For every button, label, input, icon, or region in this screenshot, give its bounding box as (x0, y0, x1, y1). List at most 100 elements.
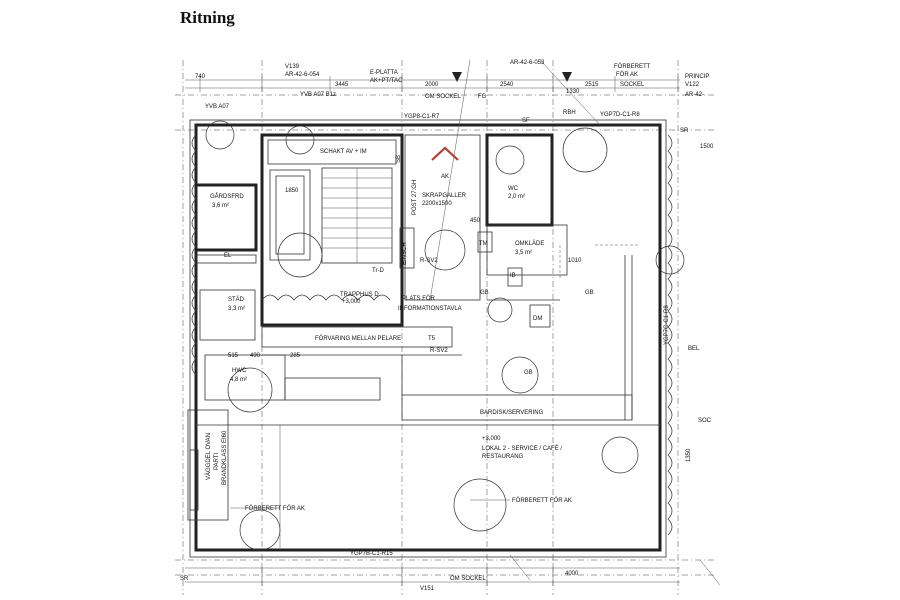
dim-1500: 1500 (700, 144, 714, 150)
label-gb-2: GB (585, 290, 594, 296)
dim-1350: 1350 (686, 448, 692, 462)
label-om-sockel-bottom: OM SOCKEL (450, 576, 486, 582)
label-trapphus-level: +3,000 (342, 299, 361, 305)
label-om-sockel-top: OM SOCKEL (425, 94, 461, 100)
label-bel: BEL (688, 346, 700, 352)
label-eplatta: E-PLATTA (370, 70, 398, 76)
label-ygp-top: YGP7D-C1-R8 (600, 112, 640, 118)
label-dm: DM (533, 316, 542, 322)
dimension-labels: 740 3445 2000 2540 2515 1330 1850 1500 1… (195, 74, 714, 577)
label-einsch: EINSCH (402, 242, 408, 265)
trees (205, 120, 685, 551)
label-hwc-area: 4,8 m² (230, 377, 247, 383)
left-rooms (187, 183, 286, 521)
label-yvb2: YVB A07 (205, 104, 230, 110)
dim-1330: 1330 (566, 89, 580, 95)
label-ib: IB (510, 273, 516, 279)
label-forvaring: FÖRVARING MELLAN PELARE (315, 335, 401, 342)
label-gb-1: GB (480, 290, 489, 296)
label-brandklass: BRANDKLASS EI60 (222, 430, 228, 485)
label-omklade: OMKLÄDE (515, 240, 544, 247)
label-trd: Tr-D (372, 268, 384, 274)
label-omklade-area: 3,5 m² (515, 250, 532, 256)
label-soc: SOC (698, 418, 712, 424)
label-rbh: RBH (563, 110, 576, 116)
storage-and-bar (261, 255, 633, 421)
label-sf: SF (522, 118, 530, 124)
label-ar-ref1: AR-42-6-054 (285, 72, 320, 78)
label-forberett-bottom: FÖRBERETT FÖR AK (512, 497, 572, 504)
label-skrapgaller: SKRAPGALLER (422, 193, 467, 199)
label-yvb1: YVB A07 B1z (300, 92, 336, 98)
dim-2540: 2540 (500, 82, 514, 88)
label-v151: V151 (420, 586, 435, 592)
label-sockel: SOCKEL (620, 82, 645, 88)
label-rsv2b: R-SV2 (430, 348, 448, 354)
label-skrapgaller-dim: 2200x1500 (422, 201, 452, 207)
page-title: Ritning (180, 8, 235, 27)
dim-450: 450 (470, 218, 481, 224)
label-trapphus: TRAPPHUS D (340, 292, 379, 298)
label-eplatta2: AK+PT/TAC (370, 78, 403, 84)
dim-740: 740 (195, 74, 206, 80)
label-lokal-line2: RESTAURANG (482, 454, 524, 460)
label-t5: T5 (428, 336, 436, 342)
label-ygp-left: YGP7B-C1-R15 (350, 551, 393, 557)
shrub-border (191, 134, 673, 536)
label-lokal-line1: LOKAL 2 - SERVICE / CAFÉ / (482, 445, 562, 452)
label-post: POST 27:GH (412, 180, 418, 215)
label-v122: V122 (685, 82, 700, 88)
label-sr-bottom: SR (180, 576, 189, 582)
dim-3445: 3445 (335, 82, 349, 88)
label-parti: PARTI (214, 453, 220, 470)
label-forberett-top: FÖRBERETT (614, 63, 651, 70)
label-ar-ref2: AR-42-6-053 (510, 60, 545, 66)
label-v139: V139 (285, 64, 300, 70)
label-fg: FG (478, 94, 487, 100)
label-plats: PLATS FÖR (402, 295, 436, 302)
label-schakt: SCHAKT AV + IM (320, 149, 367, 155)
label-lokal-level: +3,000 (482, 436, 501, 442)
label-sr-top: SR (680, 128, 689, 134)
label-sb: SB (396, 155, 402, 163)
entrance-area (399, 72, 572, 301)
label-bardisk: BARDISK/SERVERING (480, 410, 544, 416)
label-rsv2: R-SV2 (420, 258, 438, 264)
dim-2515: 2515 (585, 82, 599, 88)
dim-1010: 1010 (568, 258, 582, 264)
leader-lines (230, 59, 721, 586)
label-forberett-top2: FÖR AK (616, 71, 638, 78)
dimension-chains (185, 76, 680, 586)
dim-490: 490 (250, 353, 261, 359)
label-vaggdel: VÄGGDEL OVAN (205, 433, 212, 480)
label-gardsfrd-area: 3,6 m² (212, 203, 229, 209)
dim-285: 285 (290, 353, 301, 359)
label-stad-area: 3,3 m² (228, 306, 245, 312)
label-wc: WC (508, 186, 519, 192)
label-stad: STÄD (228, 296, 245, 303)
label-ygp-top2: YGP8-C1-R7 (404, 114, 440, 120)
label-ak: AK (441, 174, 449, 180)
label-ar-ref3: AR-42- (685, 92, 704, 98)
dim-1850: 1850 (285, 188, 299, 194)
stair-core (260, 133, 404, 327)
label-forberett-left: FÖRBERETT FÖR AK (245, 505, 305, 512)
grid-lines (175, 60, 715, 595)
label-wc-area: 2,0 m² (508, 194, 525, 200)
service-rooms (477, 133, 568, 328)
label-hwc: HWC (232, 368, 247, 374)
labels: SCHAKT AV + IM GÅRDSFRD 3,6 m² SKRAPGALL… (180, 60, 712, 592)
dim-4000: 4000 (565, 571, 579, 577)
label-gardsfrd: GÅRDSFRD (210, 193, 244, 200)
label-tm: TM (479, 241, 488, 247)
label-ygp-right: YGP7C-C1-R8 (664, 305, 670, 345)
main-room (196, 354, 660, 548)
outer-walls (189, 119, 667, 558)
label-informationstavla: INFORMATIONSTAVLA (398, 306, 462, 312)
dim-2000: 2000 (425, 82, 439, 88)
dim-515: 515 (228, 353, 239, 359)
label-el: EL (224, 253, 232, 259)
label-princip: PRINCIP (685, 74, 709, 80)
label-gb-3: GB (524, 370, 533, 376)
